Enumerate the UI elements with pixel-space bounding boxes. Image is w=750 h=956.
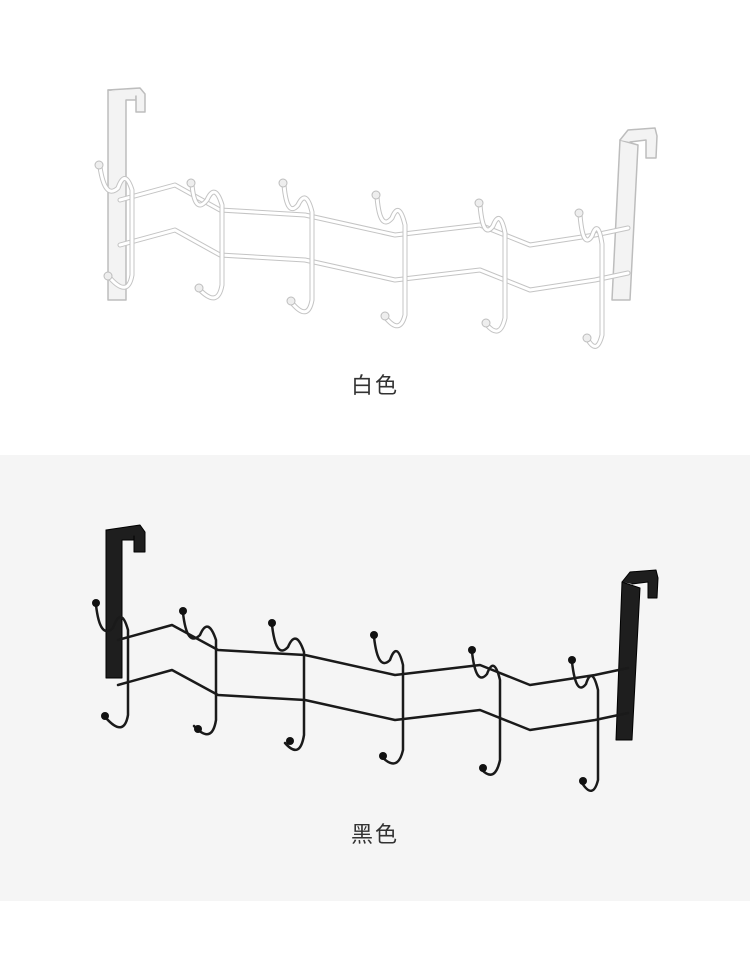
black-hook-rack-image	[92, 524, 659, 792]
white-variant-panel: 白色	[0, 0, 750, 455]
hooks	[97, 164, 605, 349]
left-door-bracket-icon	[105, 524, 146, 679]
white-hook-rack-image	[94, 87, 658, 349]
bottom-spacer	[0, 901, 750, 956]
right-door-bracket-icon	[615, 569, 659, 741]
color-label-white: 白色	[350, 374, 399, 399]
right-door-bracket-icon	[611, 127, 658, 301]
hooks	[94, 603, 600, 792]
left-door-bracket-icon	[107, 87, 146, 301]
black-variant-panel: 黑色	[0, 455, 750, 901]
color-label-black: 黑色	[350, 823, 399, 848]
